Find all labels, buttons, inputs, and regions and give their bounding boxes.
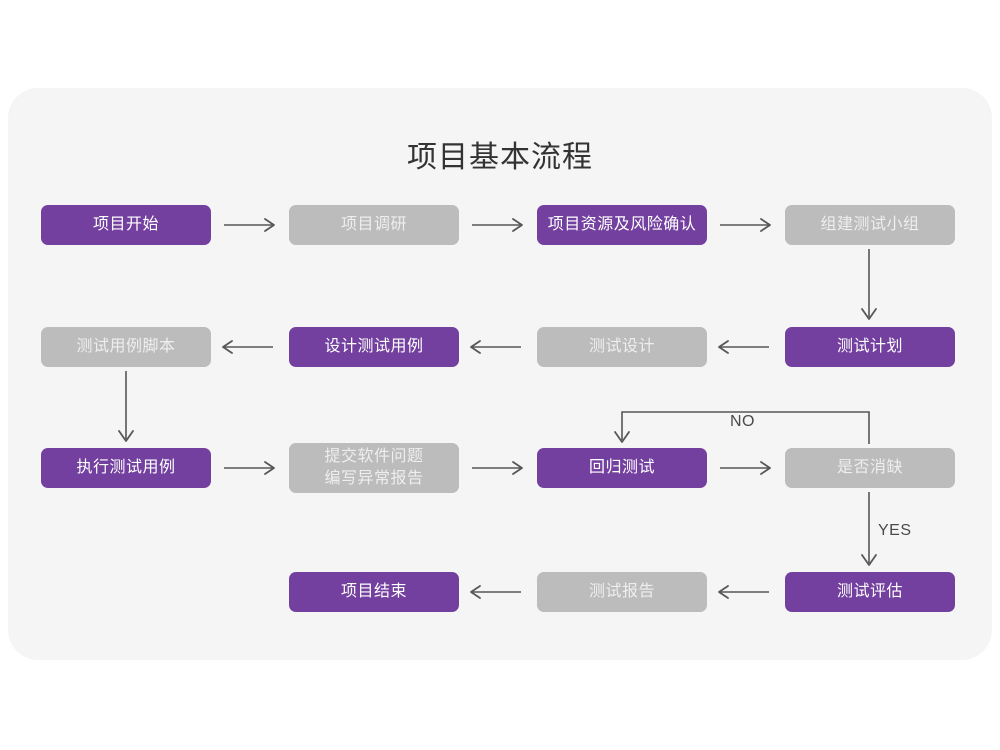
node-test-evaluation[interactable]: 测试评估 <box>785 572 955 612</box>
diagram-panel <box>8 88 992 660</box>
node-form-test-team[interactable]: 组建测试小组 <box>785 205 955 245</box>
node-resource-risk-confirm[interactable]: 项目资源及风险确认 <box>537 205 707 245</box>
node-test-case-script[interactable]: 测试用例脚本 <box>41 327 211 367</box>
node-test-report[interactable]: 测试报告 <box>537 572 707 612</box>
node-test-design[interactable]: 测试设计 <box>537 327 707 367</box>
node-execute-test-cases[interactable]: 执行测试用例 <box>41 448 211 488</box>
page-title: 项目基本流程 <box>407 141 593 174</box>
node-design-test-cases[interactable]: 设计测试用例 <box>289 327 459 367</box>
node-project-end[interactable]: 项目结束 <box>289 572 459 612</box>
node-submit-defects-report[interactable]: 提交软件问题 编写异常报告 <box>289 443 459 493</box>
node-defects-cleared-decision[interactable]: 是否消缺 <box>785 448 955 488</box>
branch-label-no: NO <box>730 413 755 430</box>
node-project-research[interactable]: 项目调研 <box>289 205 459 245</box>
node-test-plan[interactable]: 测试计划 <box>785 327 955 367</box>
branch-label-yes: YES <box>878 522 912 539</box>
node-regression-test[interactable]: 回归测试 <box>537 448 707 488</box>
node-project-start[interactable]: 项目开始 <box>41 205 211 245</box>
